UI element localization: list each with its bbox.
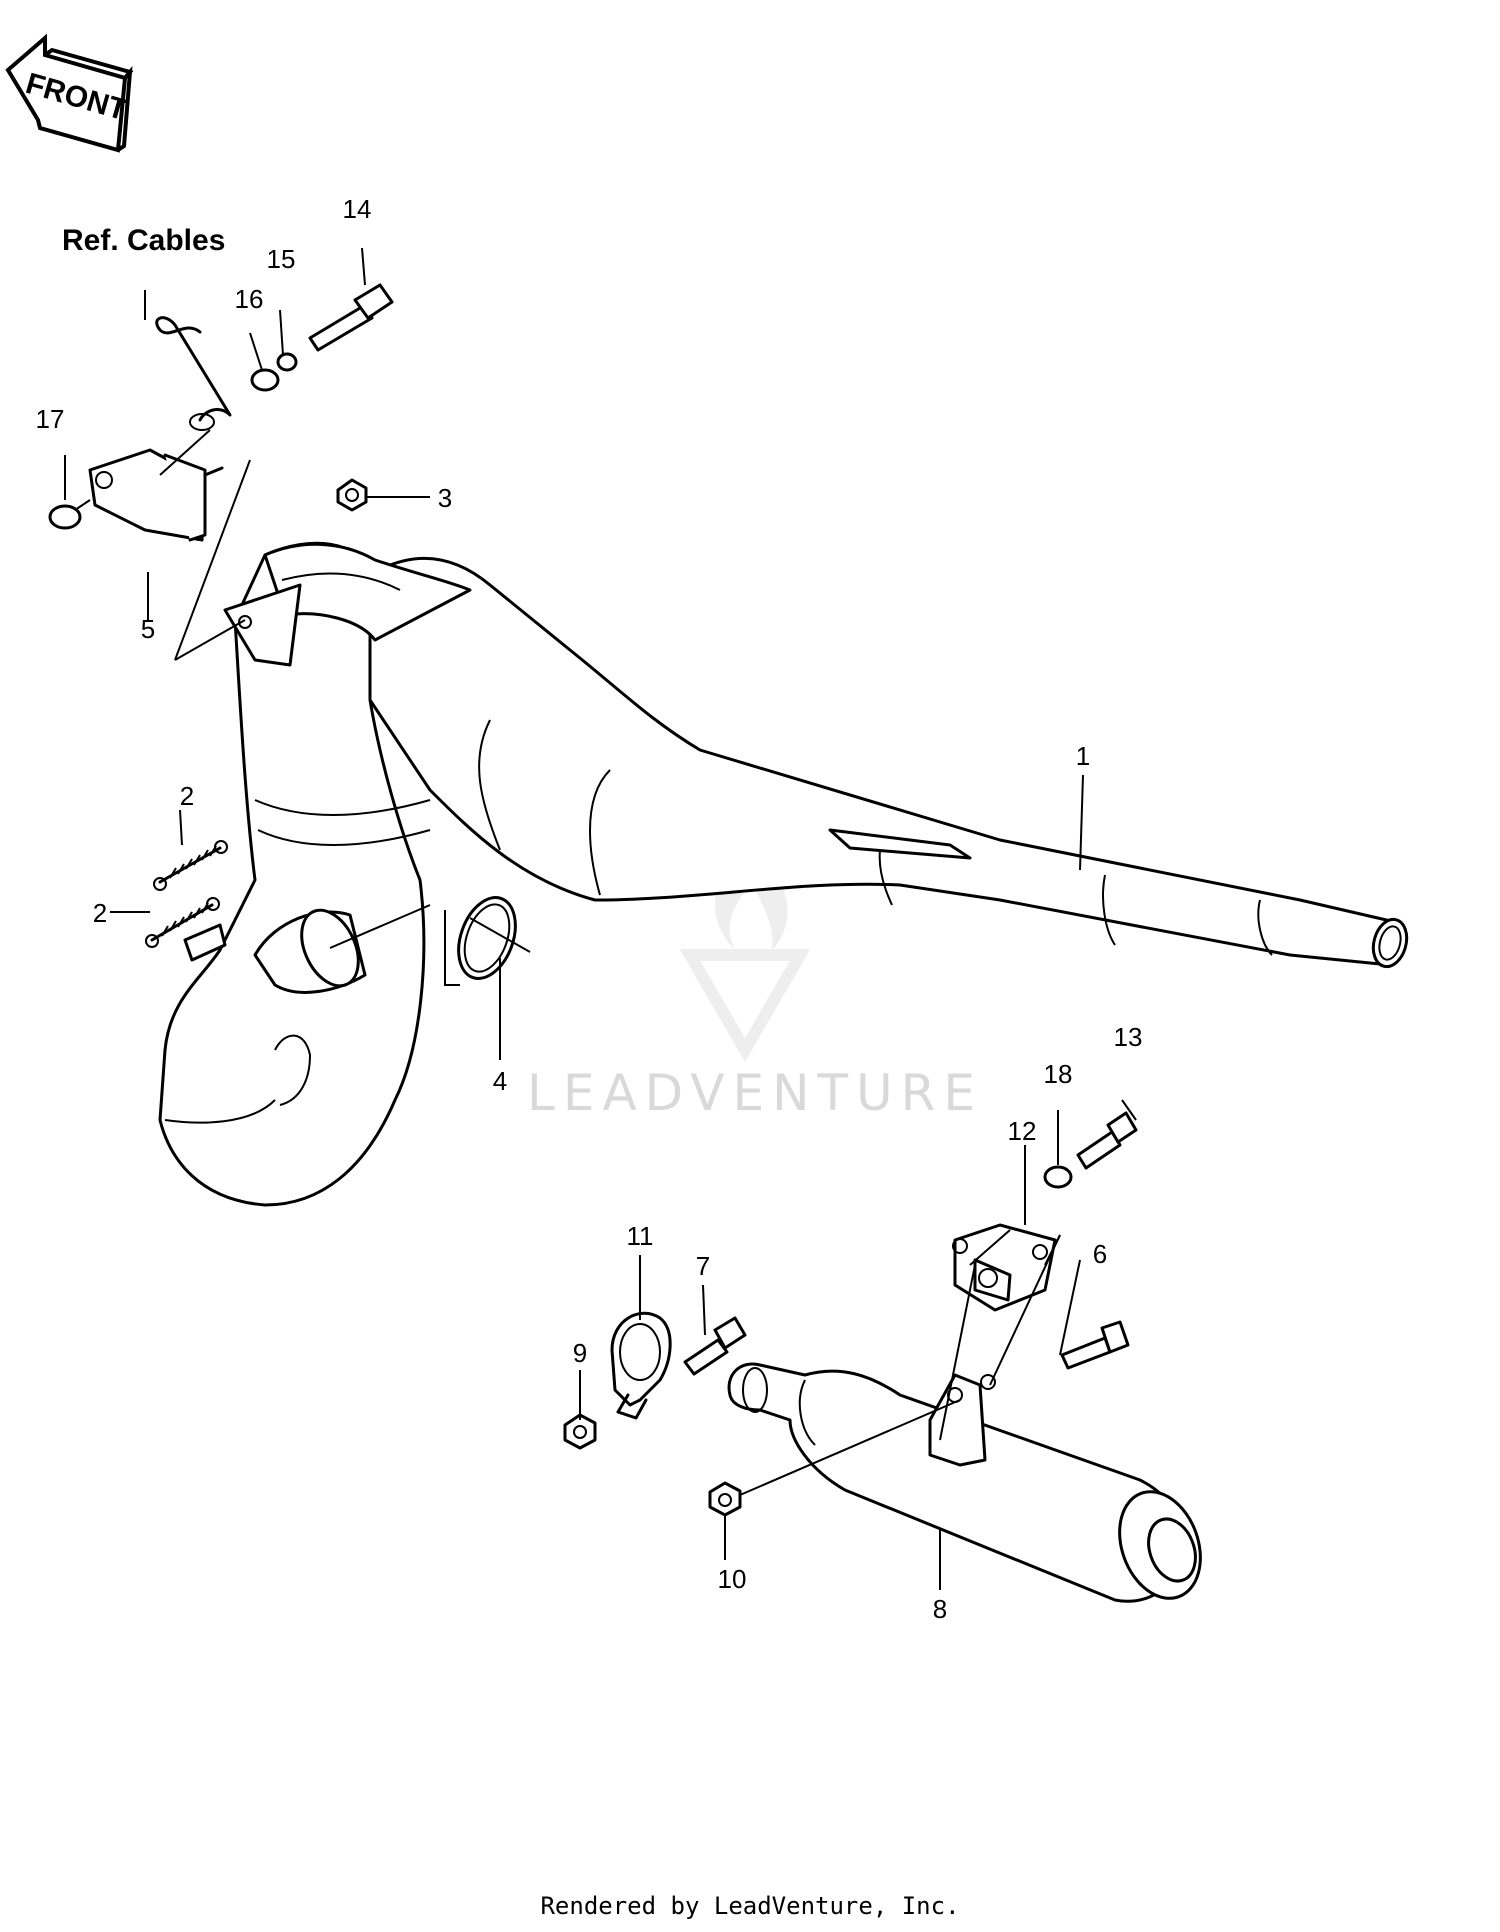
washer-18 [1043,1165,1073,1189]
bolt-7 [683,1316,747,1376]
ref-cables-label: Ref. Cables [62,224,225,257]
callout-4: 4 [493,1066,507,1096]
callout-1: 1 [1076,741,1090,771]
front-arrow: FRONT [5,33,134,153]
callout-2a: 2 [180,781,194,811]
callout-6: 6 [1093,1239,1107,1269]
callout-5: 5 [141,614,155,644]
callout-9: 9 [573,1338,587,1368]
bolt-6 [1060,1320,1130,1370]
callout-17: 17 [36,404,65,434]
bolt-14 [308,283,394,352]
nut-9 [563,1413,597,1450]
footer-credit: Rendered by LeadVenture, Inc. [540,1892,960,1920]
gasket-ring [457,896,517,980]
bracket-12 [952,1223,1057,1312]
nut-10 [708,1481,742,1517]
spring-bottom [145,897,220,948]
callout-10: 10 [718,1564,747,1594]
callout-18: 18 [1044,1059,1073,1089]
bolt-13 [1076,1111,1138,1170]
expansion-chamber [158,541,1409,1207]
callout-7: 7 [696,1251,710,1281]
callout-15: 15 [267,244,296,274]
leadventure-watermark: LEADVENTURE [527,835,983,1122]
callout-13: 13 [1114,1022,1143,1052]
callout-2b: 2 [93,898,107,928]
callout-11: 11 [627,1221,654,1251]
callout-3: 3 [438,483,452,513]
callout-16: 16 [235,284,264,314]
clamp-11 [610,1311,672,1420]
silencer [727,1362,1202,1603]
callout-labels: 1 2 2 3 4 5 6 7 8 9 10 11 12 13 14 15 16… [36,194,1143,1624]
lock-washer-15 [276,352,298,372]
callout-14: 14 [343,194,372,224]
callout-12: 12 [1008,1116,1037,1146]
washer-17 [48,504,82,530]
watermark-text: LEADVENTURE [527,1064,983,1122]
cable-clip [155,316,232,431]
bracket-5 [88,448,224,542]
callout-8: 8 [933,1594,947,1624]
nut-3 [336,478,368,512]
washer-16 [250,368,280,392]
leader-lines [64,247,1137,1590]
spring-top [153,840,228,891]
